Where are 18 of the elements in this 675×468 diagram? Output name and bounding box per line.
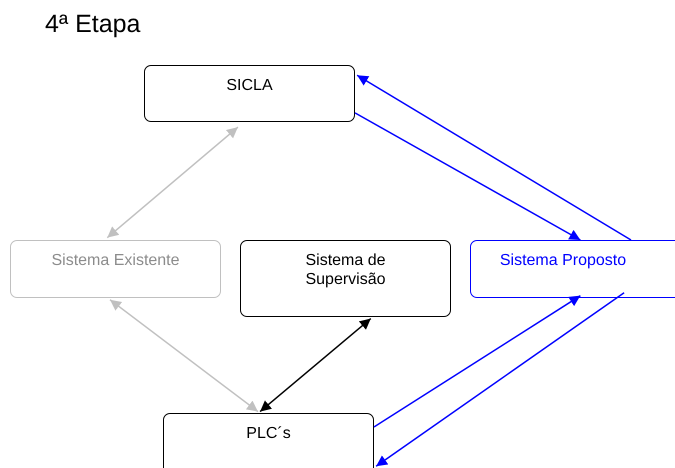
box-label: PLC´s — [246, 424, 291, 444]
box-label: SICLA — [226, 76, 273, 96]
box-label: Sistema de Supervisão — [304, 251, 387, 290]
box-label: Sistema Proposto — [500, 251, 626, 270]
process-box — [470, 240, 675, 298]
arrow — [106, 126, 238, 238]
arrow — [110, 299, 258, 412]
process-box — [144, 65, 355, 122]
process-box — [10, 240, 221, 298]
arrow — [374, 295, 581, 428]
arrow — [354, 112, 581, 241]
process-box — [240, 240, 451, 317]
box-label: Sistema Existente — [51, 251, 180, 270]
arrow — [356, 74, 632, 241]
diagram-title: 4ª Etapa — [45, 10, 140, 39]
arrow — [376, 292, 625, 467]
process-box — [163, 413, 374, 468]
arrow — [260, 318, 372, 412]
